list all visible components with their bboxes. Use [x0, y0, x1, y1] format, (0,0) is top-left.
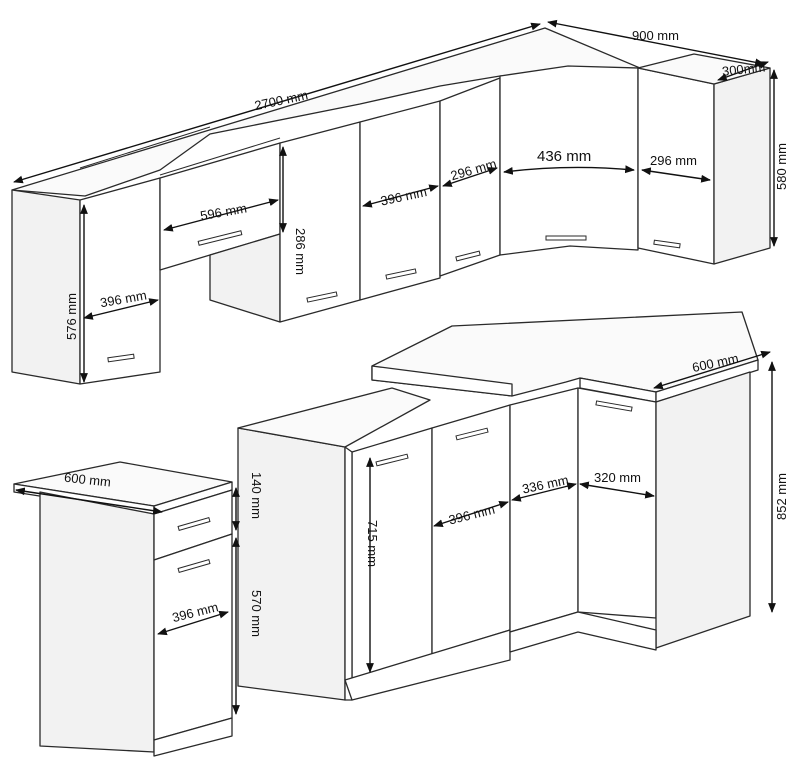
drawer-unit [13, 461, 233, 757]
label-576: 576 mm [64, 293, 79, 340]
upper-left-cabinet-front [79, 177, 161, 385]
upper-right-cabinet-side [713, 67, 771, 265]
upper-left-handle [107, 353, 135, 363]
base-gap-top [237, 387, 431, 448]
base-dimension-lines [366, 350, 776, 673]
label-715: 715 mm [365, 520, 380, 567]
upper-mid-cabinet-1 [279, 121, 361, 323]
drawer-unit-door-handle [177, 559, 211, 573]
upper-right-handle [653, 239, 681, 249]
upper-mid-handle-2 [385, 268, 417, 280]
drawer-unit-dimension-lines [15, 487, 240, 715]
drawer-unit-plinth [153, 717, 233, 757]
label-140: 140 mm [249, 472, 264, 519]
label-570: 570 mm [249, 590, 264, 637]
upper-corner-handle [545, 235, 587, 241]
base-plinth [344, 629, 511, 701]
upper-hood-handle [197, 230, 243, 246]
upper-left-cabinet-side [11, 189, 81, 385]
base-countertop-front [371, 365, 513, 397]
base-door-handle [455, 427, 489, 441]
label-upper-296-right: 296 mm [650, 153, 697, 168]
upper-dimension-lines [13, 19, 778, 383]
base-tall-cabinet-plinth [344, 446, 353, 701]
upper-mid-handle-1 [306, 291, 338, 303]
label-320: 320 mm [594, 470, 641, 485]
label-580: 580 mm [774, 143, 789, 190]
base-tall-handle [375, 453, 409, 467]
label-drawer-600: 600 mm [63, 470, 111, 490]
drawer-unit-side [39, 491, 155, 753]
base-cabinets [237, 311, 759, 701]
label-900: 900 mm [632, 28, 679, 43]
base-corner-right-front [577, 387, 657, 619]
label-852: 852 mm [774, 473, 789, 520]
base-corner-side [655, 371, 751, 649]
base-corner-left-front [509, 387, 579, 633]
base-corner-handle [595, 400, 633, 412]
base-gap-side-panel [237, 427, 346, 701]
drawer-handle [177, 517, 211, 531]
base-door-cabinet-front [431, 404, 511, 655]
label-436: 436 mm [537, 148, 591, 165]
label-286: 286 mm [293, 228, 308, 275]
base-corner-plinth [509, 611, 657, 653]
drawer-unit-dimension-labels: 600 mm 140 mm 570 mm 396 mm [63, 470, 264, 637]
base-tall-cabinet-front [351, 427, 433, 681]
label-300: 300mm [721, 59, 766, 78]
upper-narrow-handle [455, 250, 481, 262]
